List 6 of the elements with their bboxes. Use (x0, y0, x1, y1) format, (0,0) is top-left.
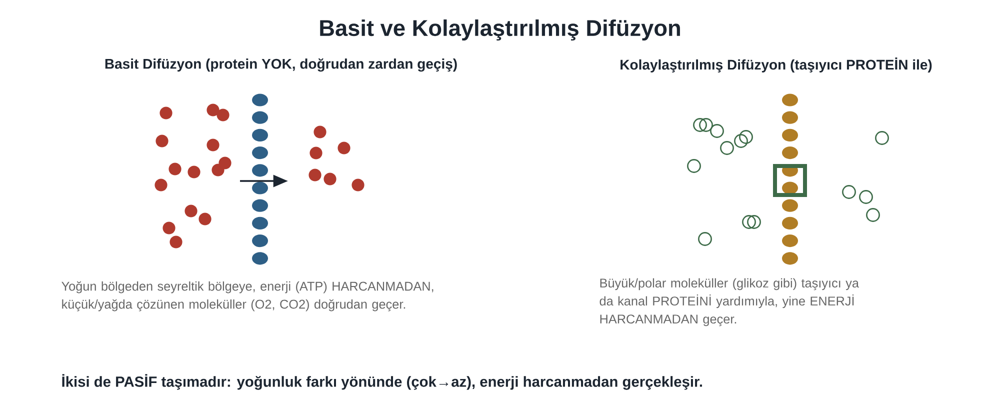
subtitle: Kolaylaştırılmış Difüzyon (taşıyıcı PROTEİN ile) (620, 58, 932, 72)
description: Büyük/polar moleküller (glikoz gibi) taşıyıcı ya da kanal PROTEİNİ yardımıyla, yine ENERJİ HARCANMADAN geçer. (600, 278, 859, 326)
summary-note: İkisi de PASİF taşımadır: yoğunluk farkı yönünde (çok→az), enerji harcanmadan gerçekleşir. (62, 374, 702, 390)
subtitle: Basit Difüzyon (protein YOK, doğrudan zardan geçiş) (105, 58, 457, 72)
description: Yoğun bölgeden seyreltik bölgeye, enerji (ATP) HARCANMADAN, küçük/yağda çözünen moleküller (O2, CO2) doğrudan geçer. (62, 281, 434, 312)
title: Basit ve Kolaylaştırılmış Difüzyon (320, 19, 680, 41)
